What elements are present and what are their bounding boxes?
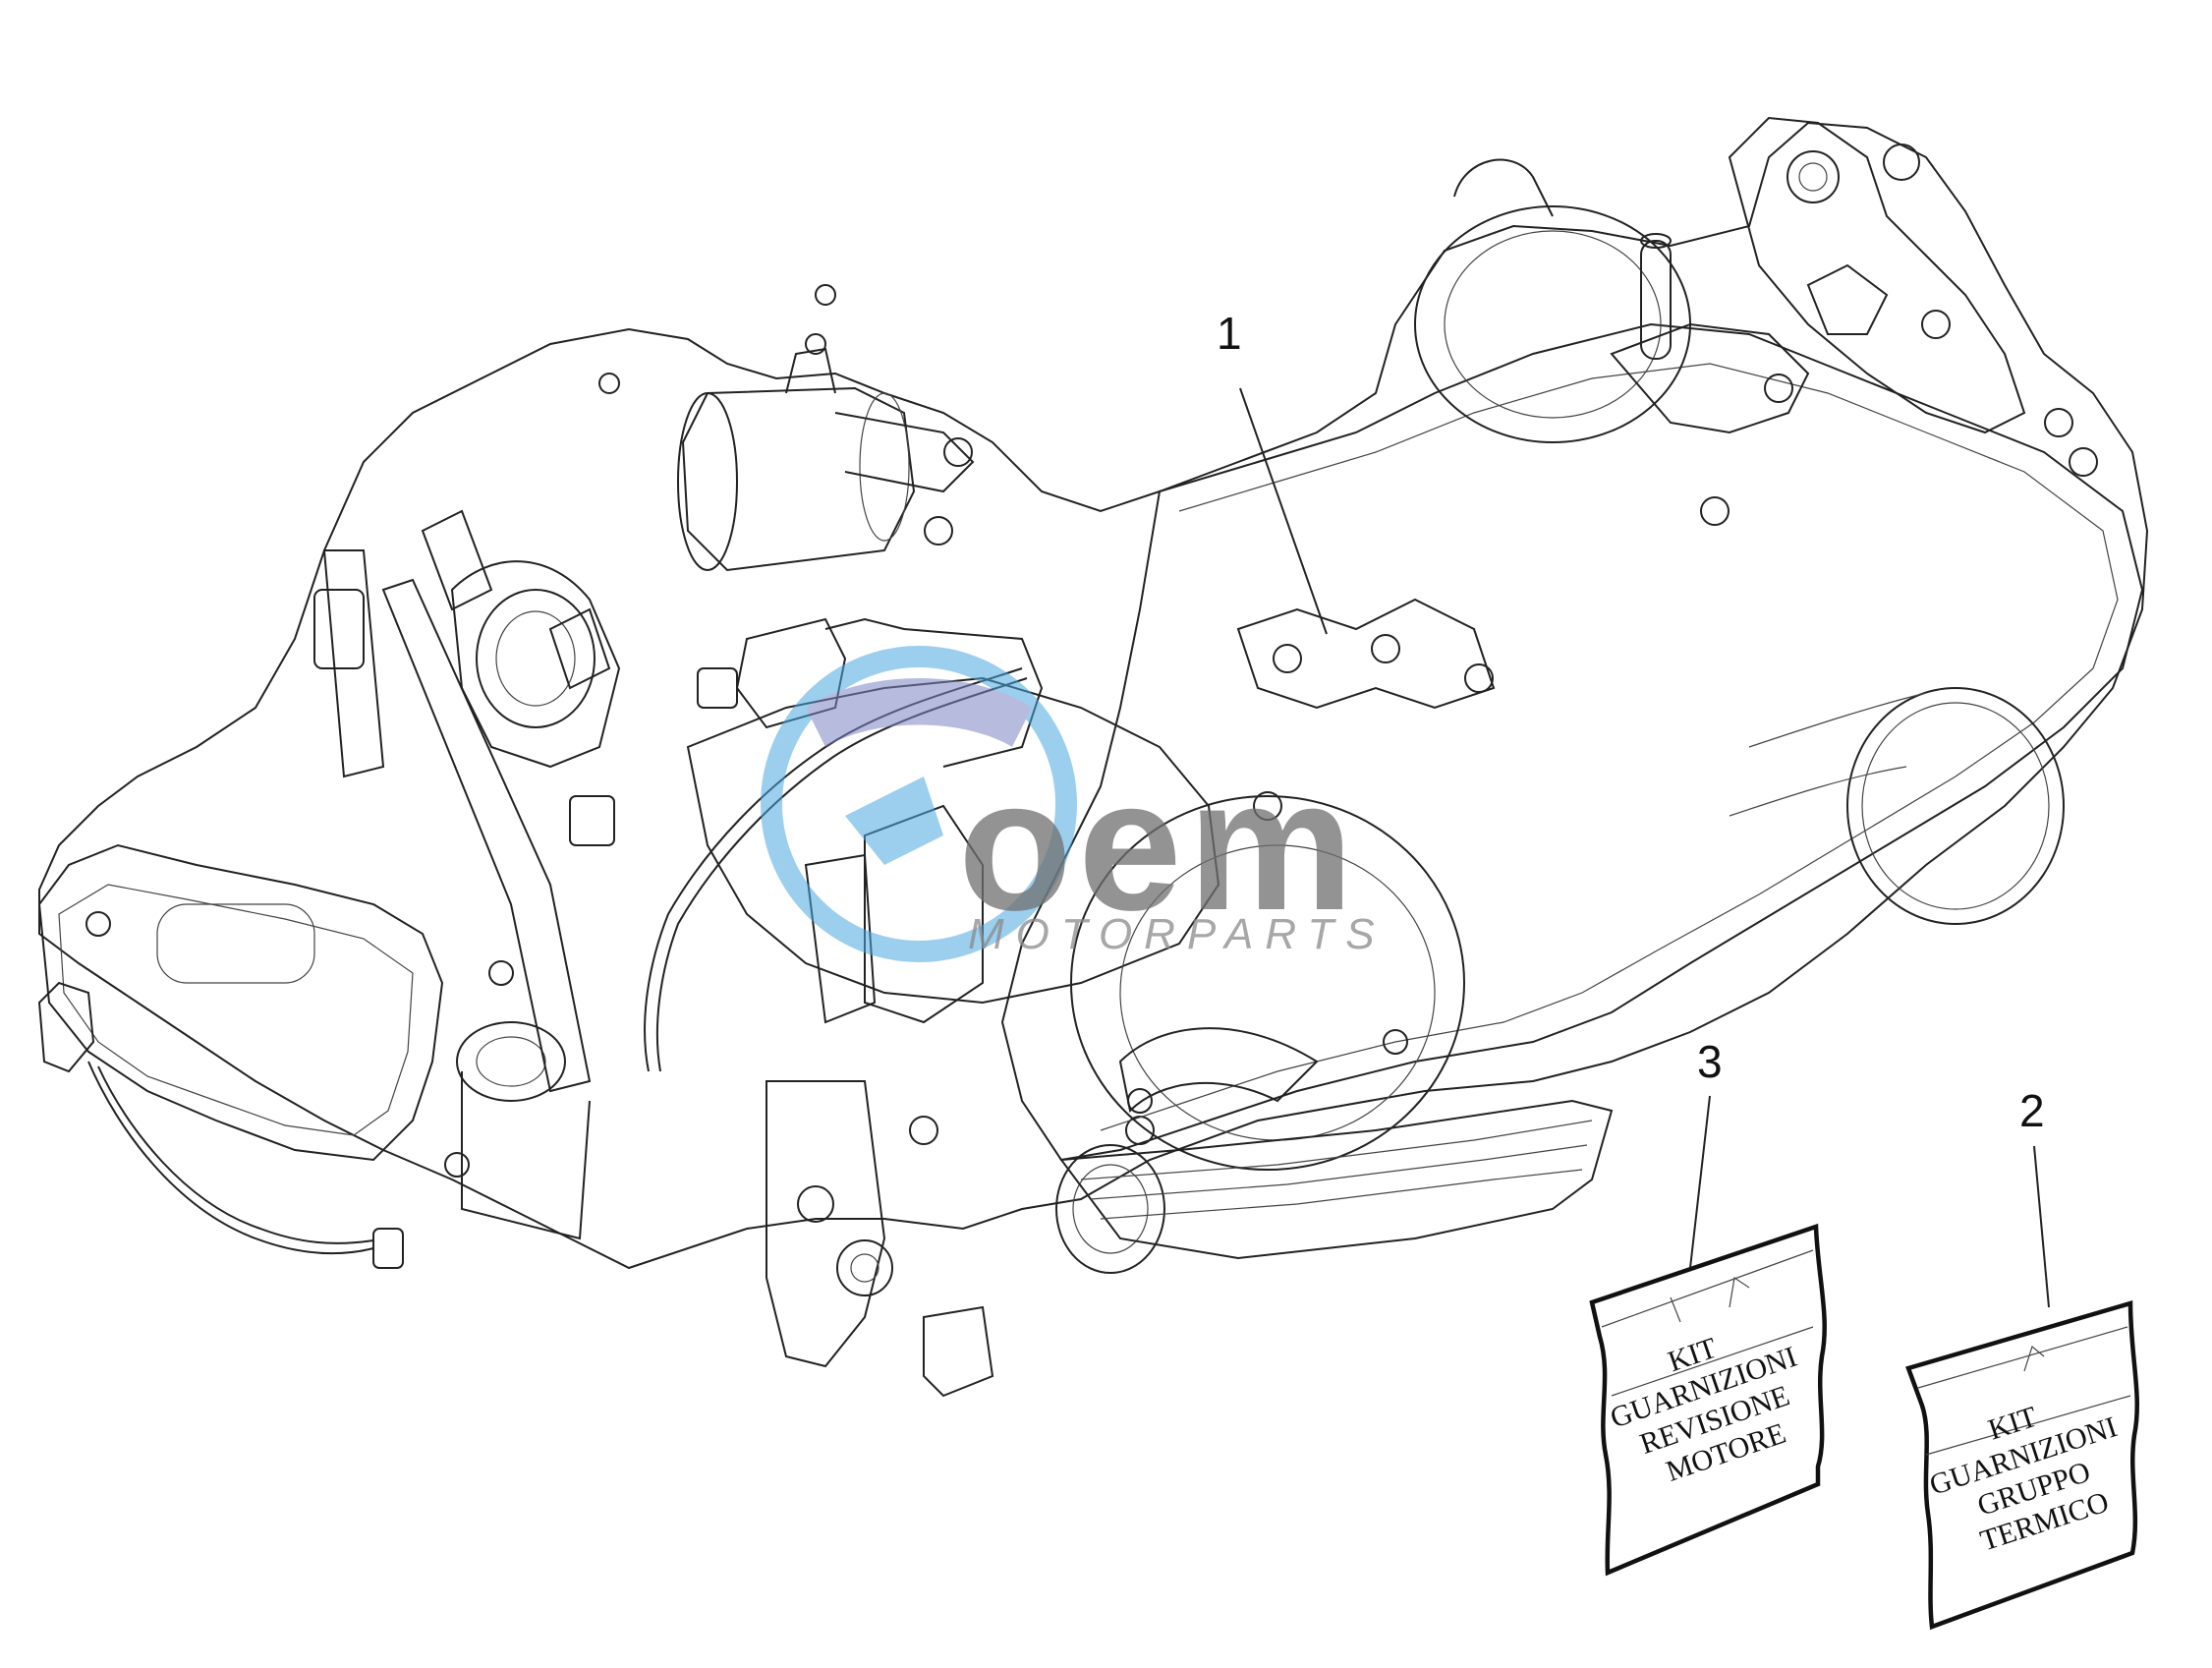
gasket-kit-overhaul-bag: KIT GUARNIZIONI REVISIONE MOTORE (1589, 1223, 1827, 1577)
oem-watermark: oem MOTORPARTS (761, 646, 1387, 962)
callout-3: 3 (1689, 1036, 1723, 1269)
callout-1-leader (1239, 387, 1328, 635)
callout-3-number: 3 (1697, 1036, 1723, 1087)
callout-3-leader (1689, 1095, 1711, 1269)
callout-2: 2 (2019, 1085, 2050, 1308)
oem-logo-emblem (761, 646, 1077, 962)
callout-2-leader (2033, 1145, 2050, 1308)
kit-overhaul-label: KIT GUARNIZIONI REVISIONE MOTORE (1607, 1332, 1801, 1488)
callout-2-number: 2 (2019, 1085, 2045, 1136)
gasket-kit-cylinder-bag: KIT GUARNIZIONI GRUPPO TERMICO (1905, 1299, 2139, 1631)
watermark-sub-text: MOTORPARTS (968, 910, 1387, 958)
callout-1-number: 1 (1217, 308, 1242, 359)
callout-1: 1 (1217, 308, 1328, 635)
watermark-logo-text: oem (958, 741, 1360, 949)
engine-assembly (37, 116, 2149, 1398)
kit-cylinder-label: KIT GUARNIZIONI GRUPPO TERMICO (1926, 1401, 2122, 1558)
